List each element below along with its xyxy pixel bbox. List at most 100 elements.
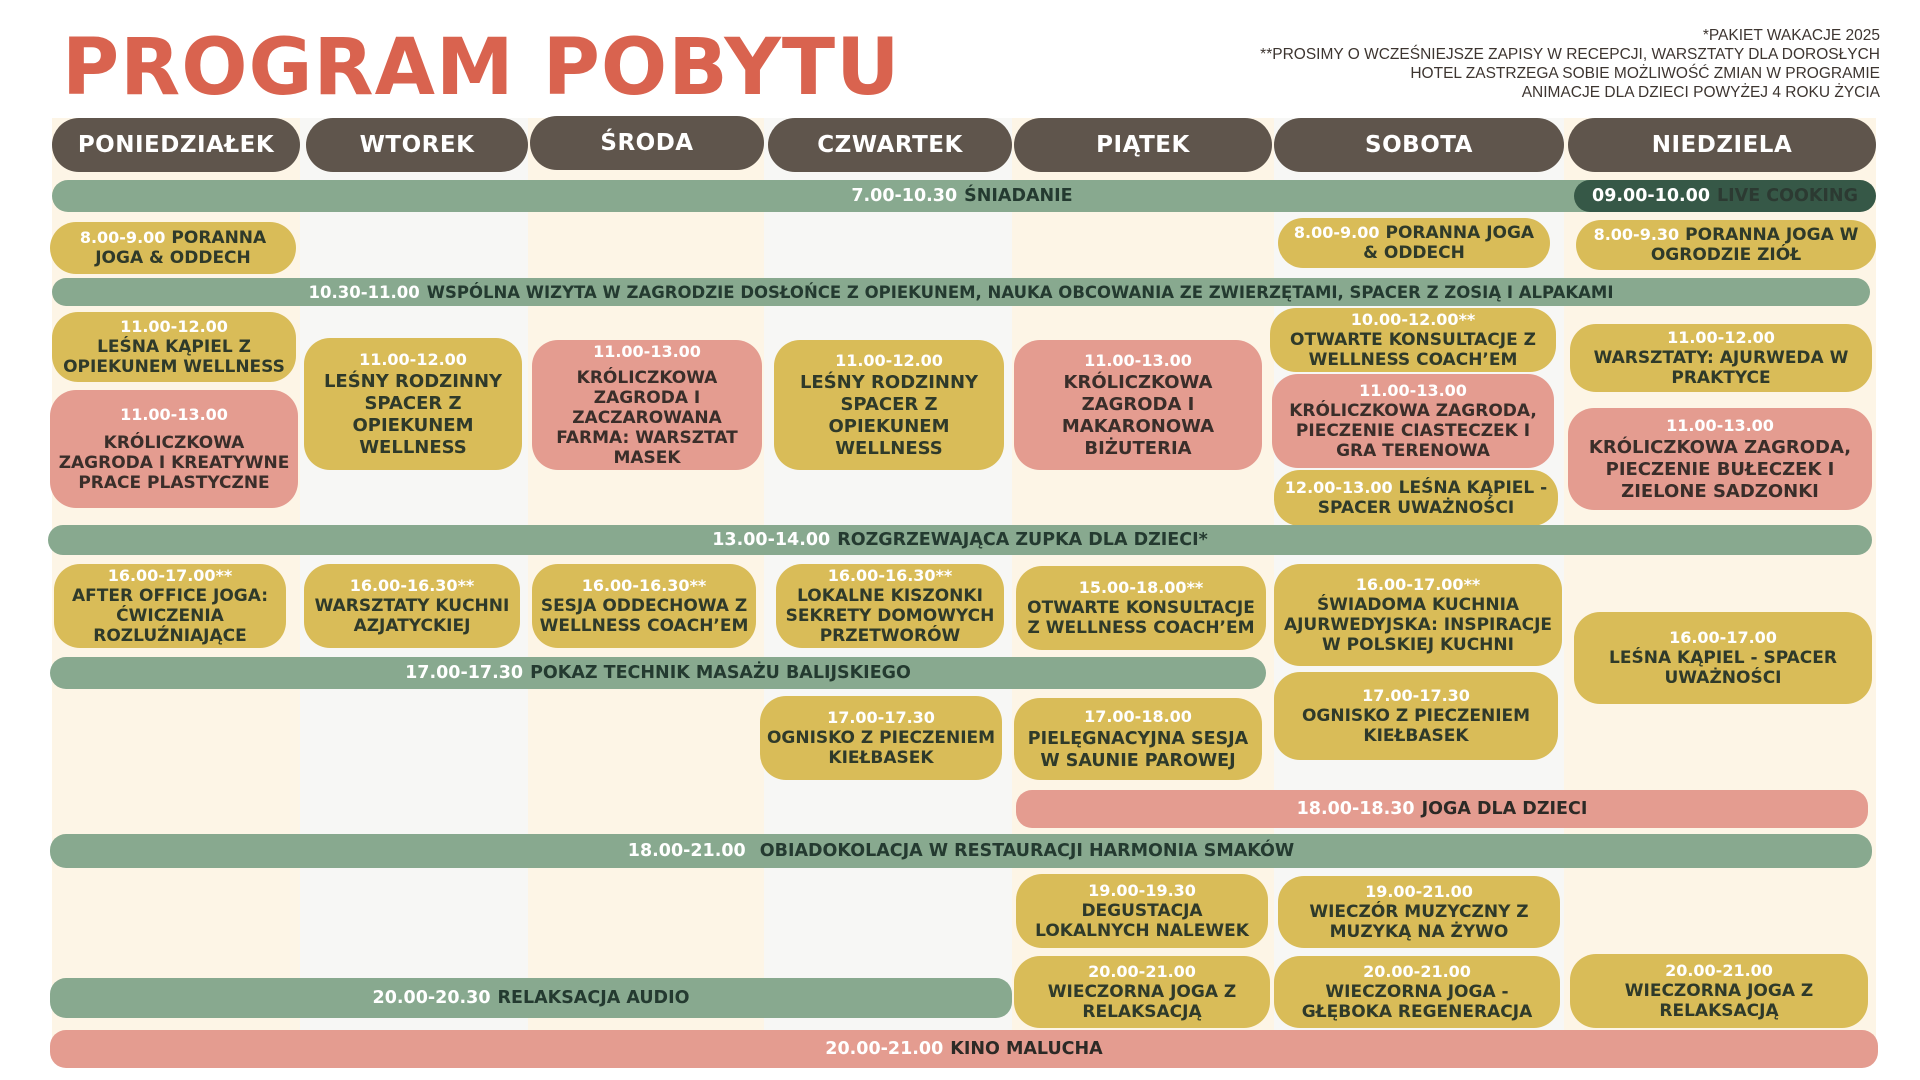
audio-time: 20.00-20.30: [372, 988, 491, 1008]
massage-time: 17.00-17.30: [405, 663, 524, 683]
activity-label: DEGUSTACJA LOKALNYCH NALEWEK: [1035, 901, 1249, 941]
time-label: 16.00-16.30**: [349, 576, 475, 595]
breakfast-time: 7.00-10.30: [851, 186, 958, 206]
tuesday-asian-kitchen: 16.00-16.30** WARSZTATY KUCHNI AZJATYCKI…: [304, 564, 520, 648]
activity-label: SESJA ODDECHOWA Z WELLNESS COACH’EM: [539, 596, 749, 636]
activity-label: PORANNA JOGA & ODDECH: [1363, 223, 1535, 263]
time-label: 17.00-18.00: [1084, 707, 1192, 726]
activity-label: KRÓLICZKOWA ZAGRODA I KREATYWNE PRACE PL…: [58, 433, 290, 493]
activity-label: LEŚNY RODZINNY SPACER Z OPIEKUNEM WELLNE…: [323, 371, 503, 458]
dinner-time: 18.00-21.00: [627, 841, 746, 861]
activity-label: PORANNA JOGA W OGRODZIE ZIÓŁ: [1650, 225, 1859, 265]
farm-visit-bar: 10.30-11.00 WSPÓLNA WIZYTA W ZAGRODZIE D…: [52, 278, 1870, 306]
time-label: 8.00-9.30: [1593, 225, 1680, 244]
time-label: 15.00-18.00**: [1078, 578, 1204, 597]
tuesday-family-walk: 11.00-12.00 LEŚNY RODZINNY SPACER Z OPIE…: [304, 338, 522, 470]
friday-sauna-session: 17.00-18.00 PIELĘGNACYJNA SESJA W SAUNIE…: [1014, 698, 1262, 780]
activity-label: LEŚNA KĄPIEL - SPACER UWAŻNOŚCI: [1609, 648, 1837, 688]
friday-consultation: 15.00-18.00** OTWARTE KONSULTACJE Z WELL…: [1016, 566, 1266, 650]
live-cooking-bar: 09.00-10.00 LIVE COOKING: [1574, 180, 1876, 212]
time-label: 20.00-21.00: [1665, 961, 1773, 980]
farm-visit-time: 10.30-11.00: [308, 282, 420, 302]
note-package: *PAKIET WAKACJE 2025: [1702, 27, 1880, 44]
thursday-family-walk: 11.00-12.00 LEŚNY RODZINNY SPACER Z OPIE…: [774, 340, 1004, 470]
cinema-label: KINO MALUCHA: [950, 1039, 1103, 1059]
time-label: 16.00-17.00**: [1355, 575, 1481, 594]
sunday-forest-bath: 16.00-17.00 LEŚNA KĄPIEL - SPACER UWAŻNO…: [1574, 612, 1872, 704]
time-label: 12.00-13.00: [1284, 478, 1393, 497]
activity-label: KRÓLICZKOWA ZAGRODA, PIECZENIE CIASTECZE…: [1289, 401, 1537, 461]
note-kids-age: ANIMACJE DLA DZIECI POWYŻEJ 4 ROKU ŻYCIA: [1521, 84, 1880, 101]
day-header-friday: PIĄTEK: [1014, 118, 1272, 172]
time-label: 19.00-21.00: [1365, 882, 1473, 901]
kids-yoga-label: JOGA DLA DZIECI: [1421, 799, 1588, 819]
activity-label: WIECZÓR MUZYCZNY Z MUZYKĄ NA ŻYWO: [1309, 902, 1529, 942]
breakfast-bar: 7.00-10.30 ŚNIADANIE: [52, 180, 1872, 212]
day-header-thursday: CZWARTEK: [768, 118, 1012, 172]
activity-label: OGNISKO Z PIECZENIEM KIEŁBASEK: [766, 728, 996, 768]
saturday-ayurvedic-kitchen: 16.00-17.00** ŚWIADOMA KUCHNIA AJURWEDYJ…: [1274, 564, 1562, 666]
time-label: 16.00-17.00**: [107, 566, 233, 585]
wednesday-rabbit-farm: 11.00-13.00 KRÓLICZKOWA ZAGRODA I ZACZAR…: [532, 340, 762, 470]
sunday-evening-yoga: 20.00-21.00 WIECZORNA JOGA Z RELAKSACJĄ: [1570, 954, 1868, 1028]
thursday-pickles-workshop: 16.00-16.30** LOKALNE KISZONKI SEKRETY D…: [776, 564, 1004, 648]
time-label: 10.00-12.00**: [1350, 310, 1476, 329]
program-notes: *PAKIET WAKACJE 2025 **PROSIMY O WCZEŚNI…: [980, 26, 1880, 102]
time-label: 11.00-13.00: [593, 342, 701, 361]
monday-rabbit-farm: 11.00-13.00 KRÓLICZKOWA ZAGRODA I KREATY…: [50, 390, 298, 508]
page-title: PROGRAM POBYTU: [62, 23, 901, 113]
activity-label: PIELĘGNACYJNA SESJA W SAUNIE PAROWEJ: [1027, 729, 1249, 771]
note-changes: HOTEL ZASTRZEGA SOBIE MOŻLIWOŚĆ ZMIAN W …: [1410, 65, 1880, 82]
time-label: 19.00-19.30: [1088, 881, 1196, 900]
activity-label: AFTER OFFICE JOGA: ĆWICZENIA ROZLUŹNIAJĄ…: [72, 586, 268, 646]
time-label: 11.00-12.00: [120, 317, 228, 336]
time-label: 11.00-13.00: [1666, 416, 1774, 435]
saturday-evening-yoga: 20.00-21.00 WIECZORNA JOGA - GŁĘBOKA REG…: [1274, 956, 1560, 1028]
soup-label: ROZGRZEWAJĄCA ZUPKA DLA DZIECI*: [837, 530, 1208, 550]
dinner-label: OBIADOKOLACJA W RESTAURACJI HARMONIA SMA…: [759, 841, 1295, 861]
time-label: 11.00-13.00: [1359, 381, 1467, 400]
farm-visit-label: WSPÓLNA WIZYTA W ZAGRODZIE DOSŁOŃCE Z OP…: [426, 282, 1614, 302]
activity-label: LOKALNE KISZONKI SEKRETY DOMOWYCH PRZETW…: [785, 586, 995, 646]
activity-label: KRÓLICZKOWA ZAGRODA, PIECZENIE BUŁECZEK …: [1588, 437, 1852, 502]
time-label: 11.00-12.00: [1667, 328, 1775, 347]
friday-evening-yoga: 20.00-21.00 WIECZORNA JOGA Z RELAKSACJĄ: [1014, 956, 1270, 1028]
thursday-bonfire: 17.00-17.30 OGNISKO Z PIECZENIEM KIEŁBAS…: [760, 696, 1002, 780]
time-label: 20.00-21.00: [1363, 962, 1471, 981]
activity-label: OGNISKO Z PIECZENIEM KIEŁBASEK: [1301, 706, 1531, 746]
activity-label: ŚWIADOMA KUCHNIA AJURWEDYJSKA: INSPIRACJ…: [1283, 595, 1553, 655]
monday-after-office-yoga: 16.00-17.00** AFTER OFFICE JOGA: ĆWICZEN…: [54, 564, 286, 648]
soup-bar: 13.00-14.00 ROZGRZEWAJĄCA ZUPKA DLA DZIE…: [48, 525, 1872, 555]
audio-relaxation-bar: 20.00-20.30 RELAKSACJA AUDIO: [50, 978, 1012, 1018]
activity-label: KRÓLICZKOWA ZAGRODA I ZACZAROWANA FARMA:…: [556, 368, 738, 468]
time-label: 11.00-12.00: [835, 351, 943, 370]
kids-cinema-bar: 20.00-21.00 KINO MALUCHA: [50, 1030, 1878, 1068]
sunday-ayurveda-workshop: 11.00-12.00 WARSZTATY: AJURWEDA W PRAKTY…: [1570, 324, 1872, 392]
note-registration: **PROSIMY O WCZEŚNIEJSZE ZAPISY W RECEPC…: [1260, 46, 1880, 63]
dinner-bar: 18.00-21.00 OBIADOKOLACJA W RESTAURACJI …: [50, 834, 1872, 868]
saturday-rabbit-farm: 11.00-13.00 KRÓLICZKOWA ZAGRODA, PIECZEN…: [1272, 374, 1554, 468]
massage-bar: 17.00-17.30 POKAZ TECHNIK MASAŻU BALIJSK…: [50, 657, 1266, 689]
audio-label: RELAKSACJA AUDIO: [497, 988, 690, 1008]
activity-label: KRÓLICZKOWA ZAGRODA I MAKARONOWA BIŻUTER…: [1061, 372, 1215, 459]
column-bg-sunday: [1564, 118, 1876, 1060]
time-label: 16.00-16.30**: [827, 566, 953, 585]
day-header-wednesday: ŚRODA: [530, 116, 764, 170]
activity-label: OTWARTE KONSULTACJE Z WELLNESS COACH’EM: [1290, 330, 1536, 370]
saturday-bonfire: 17.00-17.30 OGNISKO Z PIECZENIEM KIEŁBAS…: [1274, 672, 1558, 760]
friday-liqueur-tasting: 19.00-19.30 DEGUSTACJA LOKALNYCH NALEWEK: [1016, 874, 1268, 948]
massage-label: POKAZ TECHNIK MASAŻU BALIJSKIEGO: [530, 663, 911, 683]
activity-label: LEŚNY RODZINNY SPACER Z OPIEKUNEM WELLNE…: [799, 372, 979, 459]
activity-label: LEŚNA KĄPIEL Z OPIEKUNEM WELLNESS: [63, 337, 285, 377]
activity-label: OTWARTE KONSULTACJE Z WELLNESS COACH’EM: [1027, 598, 1255, 638]
wednesday-breathing-session: 16.00-16.30** SESJA ODDECHOWA Z WELLNESS…: [532, 564, 756, 648]
activity-label: WIECZORNA JOGA Z RELAKSACJĄ: [1624, 981, 1814, 1021]
kids-yoga-bar: 18.00-18.30 JOGA DLA DZIECI: [1016, 790, 1868, 828]
soup-time: 13.00-14.00: [712, 530, 831, 550]
day-header-saturday: SOBOTA: [1274, 118, 1564, 172]
activity-label: LEŚNA KĄPIEL - SPACER UWAŻNOŚCI: [1317, 478, 1548, 518]
